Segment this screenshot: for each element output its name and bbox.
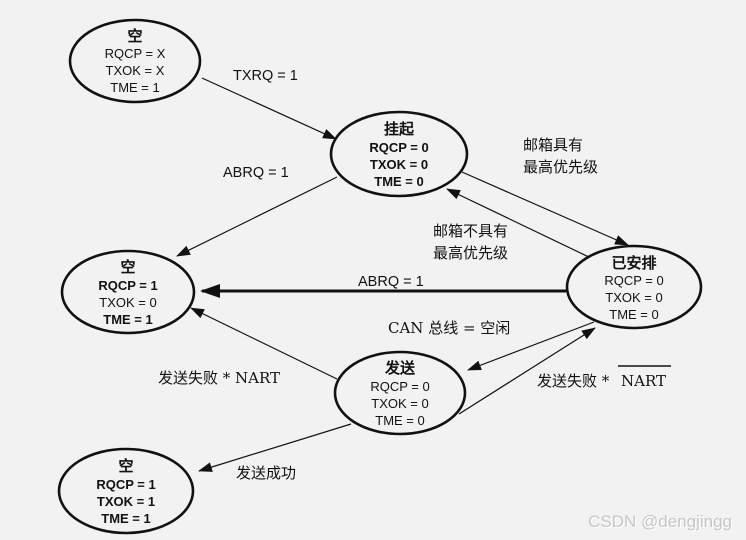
node-empty-success-shape [57, 447, 195, 535]
node-scheduled-row2: TME = 0 [609, 307, 659, 322]
node-scheduled-title: 已安排 [611, 254, 656, 272]
node-empty-initial-row2: TME = 1 [110, 80, 160, 95]
label-can-idle: CAN 总线 = 空闲 [388, 319, 510, 337]
label-abrq-scheduled: ABRQ = 1 [358, 274, 424, 290]
label-txrq: TXRQ = 1 [233, 68, 298, 84]
node-empty-abort: 空 RQCP = 1 TXOK = 0 TME = 1 [60, 249, 196, 335]
node-empty-success-row0: RQCP = 1 [96, 477, 155, 492]
node-empty-initial-shape [68, 18, 202, 104]
edge-pending-to-scheduled [461, 171, 629, 246]
node-scheduled: 已安排 RQCP = 0 TXOK = 0 TME = 0 [565, 244, 703, 330]
node-empty-initial: 空 RQCP = X TXOK = X TME = 1 [68, 18, 202, 104]
node-transmit-row1: TXOK = 0 [371, 396, 428, 411]
edge-scheduled-to-pending [446, 188, 594, 260]
node-empty-success-row2: TME = 1 [101, 511, 151, 526]
edge-transmit-to-empty-success [198, 423, 352, 472]
edge-pending-to-empty-abort [176, 176, 338, 257]
node-pending-shape [329, 110, 469, 198]
node-pending-row2: TME = 0 [374, 174, 424, 189]
node-transmit-title: 发送 [384, 359, 416, 377]
node-empty-initial-title: 空 [127, 27, 142, 45]
node-pending-title: 挂起 [384, 120, 415, 138]
node-empty-abort-row1: TXOK = 0 [99, 295, 156, 310]
label-fail-nart: 发送失败 * NART [158, 369, 280, 387]
label-fail-nart-bar-prefix: 发送失败 * [537, 372, 610, 390]
node-empty-success-row1: TXOK = 1 [97, 494, 155, 509]
node-transmit-shape [333, 350, 467, 436]
label-abrq-pending: ABRQ = 1 [223, 165, 289, 181]
edge-transmit-to-empty-abort [190, 307, 338, 380]
node-scheduled-row0: RQCP = 0 [604, 273, 663, 288]
node-empty-abort-title: 空 [120, 258, 135, 276]
node-empty-success-title: 空 [118, 457, 133, 475]
label-has-priority-line1: 邮箱具有 [523, 136, 583, 154]
node-pending: 挂起 RQCP = 0 TXOK = 0 TME = 0 [329, 110, 469, 198]
watermark-highlight: CSDN @dengjingg [589, 513, 733, 532]
node-empty-initial-row0: RQCP = X [105, 46, 166, 61]
node-pending-row0: RQCP = 0 [369, 140, 428, 155]
node-empty-initial-row1: TXOK = X [106, 63, 165, 78]
node-transmit-row2: TME = 0 [375, 413, 425, 428]
node-scheduled-shape [565, 244, 703, 330]
label-success: 发送成功 [236, 464, 296, 482]
edge-scheduled-to-transmit [467, 321, 595, 371]
label-has-priority-line2: 最高优先级 [523, 158, 598, 176]
node-empty-success: 空 RQCP = 1 TXOK = 1 TME = 1 [57, 447, 195, 535]
watermark-text: CSDN @dengjingg [588, 512, 732, 531]
node-transmit: 发送 RQCP = 0 TXOK = 0 TME = 0 [333, 350, 467, 436]
label-no-priority-line2: 最高优先级 [433, 244, 508, 262]
edge-empty-to-pending [201, 77, 337, 140]
node-scheduled-row1: TXOK = 0 [605, 290, 662, 305]
label-fail-nart-bar-nart: NART [621, 372, 666, 390]
node-empty-abort-row0: RQCP = 1 [98, 278, 157, 293]
node-empty-abort-row2: TME = 1 [103, 312, 153, 327]
node-empty-abort-shape [60, 249, 196, 335]
node-transmit-row0: RQCP = 0 [370, 379, 429, 394]
label-no-priority-line1: 邮箱不具有 [433, 222, 508, 240]
edge-transmit-to-scheduled [458, 327, 596, 415]
node-pending-row1: TXOK = 0 [370, 157, 428, 172]
